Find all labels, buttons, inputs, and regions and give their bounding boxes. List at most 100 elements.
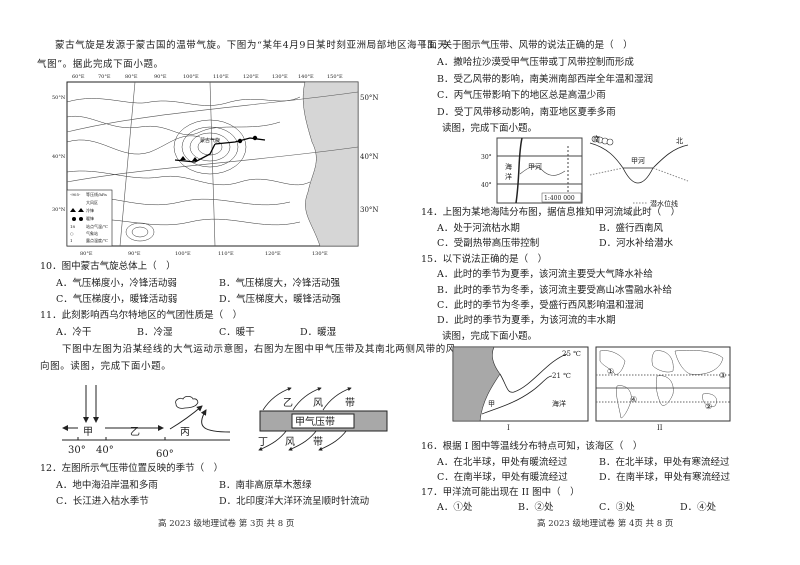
lon-label: 130°E (272, 74, 288, 80)
cold-front (174, 143, 216, 163)
q14-option-a[interactable]: A．处于河流枯水期 (437, 223, 520, 234)
q11-option-b[interactable]: B．冷湿 (137, 327, 173, 338)
q15-option-d[interactable]: D．此时的季节为夏季，为该河流的丰水期 (437, 315, 616, 326)
intro-text-1-cont: 气图”。据此完成下面小题。 (37, 59, 164, 70)
q16-option-b[interactable]: B．在北半球，甲处有寒流经过 (599, 457, 730, 468)
lat-tick: 60° (156, 449, 174, 460)
q13-option-a[interactable]: A．撒哈拉沙漠受甲气压带或丁风带控制而形成 (437, 57, 634, 68)
figure-label: 18 (70, 224, 76, 229)
q15-option-b[interactable]: B．此时的季节为冬季，该河流主要受高山冰雪融水补给 (437, 285, 672, 296)
intro-text-1: 蒙古气旋是发源于蒙古国的温带气旋。下图为“某年4月9日某时刻亚洲局部地区海平面天 (55, 40, 448, 51)
q17-option-d[interactable]: D．④处 (680, 502, 717, 513)
q14-option-b[interactable]: B．盛行西南风 (599, 223, 663, 234)
q12-option-a[interactable]: A．地中海沿岸温和多雨 (56, 480, 158, 491)
figure-label: 大风区 (86, 199, 98, 205)
q13-option-d[interactable]: D．受丁风带移动影响，南亚地区夏季多雨 (437, 107, 616, 118)
world-map-figure-II: ① ② ③ ④ II (595, 346, 731, 431)
figure-label: 80°E (80, 251, 93, 257)
figure-label: ○ (70, 231, 74, 236)
water-table-line (589, 167, 624, 176)
q17-option-b[interactable]: B．②处 (518, 502, 554, 513)
map-legend: -905- 等压线/hPa 大风区 冷锋 暖锋 18 站点气温/℃ ○ 气象站 … (66, 189, 113, 247)
figure-label: 30°N (52, 207, 66, 213)
lon-label: 90°E (154, 74, 167, 80)
q12-option-b[interactable]: B．南非高原草木葱绿 (219, 480, 312, 491)
q16-option-c[interactable]: C．在南半球，甲处有暖流经过 (437, 472, 568, 483)
figure-label: 露点温度/℃ (86, 237, 108, 243)
q17-option-a[interactable]: A．①处 (437, 502, 473, 513)
q16-option-d[interactable]: D．在南半球，甲处有寒流经过 (599, 472, 731, 483)
q12-option-c[interactable]: C．长江进入枯水季节 (56, 496, 149, 507)
figure-label: 站点气温/℃ (86, 223, 108, 229)
q15-option-a[interactable]: A．此时的季节为夏季，该河流主要受大气降水补给 (437, 269, 653, 280)
figure-label: 30° (481, 154, 492, 161)
figure-label: 风 (285, 436, 295, 448)
figure-label: 冷锋 (86, 207, 94, 213)
lat-tick: 30° (68, 445, 86, 456)
lon-label: 110°E (213, 74, 229, 80)
top-lon-labels: 60°E 70°E 80°E 90°E 100°E 110°E 120°E 13… (72, 74, 343, 80)
river-jia (519, 166, 566, 176)
continent-outlines (599, 350, 724, 419)
q14-option-d[interactable]: D．河水补给潜水 (599, 238, 674, 249)
lon-label: 120°E (243, 74, 259, 80)
figure-label: 海 (505, 162, 512, 171)
figure-label: 50°N (52, 95, 66, 101)
figure-label: 洋 (505, 172, 512, 181)
legend-water-table: 潜水位线 (650, 199, 678, 208)
q10-stem: 10．图中蒙古气旋总体上（ ） (40, 261, 176, 272)
q16-option-a[interactable]: A．在北半球，甲处有暖流经过 (437, 457, 568, 468)
figure-label: 100°E (175, 251, 191, 257)
isotherm-21 (481, 375, 553, 415)
lat-tick: 40° (96, 445, 114, 456)
q10-option-a[interactable]: A．气压梯度小，冷锋活动弱 (56, 278, 177, 289)
page-footer-left: 高 2023 级地理试卷 第 3页 共 8 页 (158, 519, 295, 529)
figure-label: 130°E (312, 251, 328, 257)
label-jia: 甲 (83, 427, 93, 438)
lat-label-right: 50°N (360, 94, 379, 102)
read-instruction-1: 读图，完成下面小题。 (442, 123, 538, 134)
q13-stem: 13．关于图示气压带、风带的说法正确的是（ ） (421, 40, 633, 51)
intro-text-2: 下图中左图为沿某经线的大气运动示意图，右图为左图中甲气压带及其南北两侧风带的风 (62, 344, 456, 355)
q13-option-c[interactable]: C．丙气压带影响下的地区总是高温少雨 (437, 90, 606, 101)
q11-option-c[interactable]: C．暖干 (219, 327, 255, 338)
figure-label: 40°N (52, 154, 66, 160)
cyclone-label: 蒙古气旋 (200, 137, 220, 144)
q15-stem: 15．以下说法正确的是（ ） (421, 254, 548, 265)
q11-option-d[interactable]: D．暖湿 (300, 327, 337, 338)
q12-option-d[interactable]: D．北印度洋大洋环流呈顺时针流动 (219, 496, 370, 507)
caption-II: II (657, 424, 663, 431)
figure-label: 90°E (128, 251, 141, 257)
isotherm-figure-I: 25 ℃ 21 ℃ 甲 海洋 I (452, 346, 589, 431)
q11-option-a[interactable]: A．冷干 (56, 327, 92, 338)
marker-1: ① (607, 367, 614, 376)
lon-label: 140°E (298, 74, 314, 80)
water-table-line (652, 167, 689, 182)
circulation-diagram: 甲 乙 丙 30° 40° 60° (62, 385, 231, 460)
q13-option-b[interactable]: B．受乙风带的影响，南美洲南部西岸全年温和湿润 (437, 74, 653, 85)
lon-label: 80°E (125, 74, 138, 80)
lon-label: 70°E (98, 74, 111, 80)
label-bing: 丙 (180, 427, 190, 438)
rising-air-arrow (200, 409, 231, 433)
lat-label-right: 30°N (360, 206, 379, 214)
q10-option-c[interactable]: C．气压梯度小，暖锋活动弱 (56, 294, 178, 305)
figure-label: 110°E (218, 251, 234, 257)
coastline (515, 137, 523, 204)
intro-text-2-cont: 向图。读图，完成下面小题。 (40, 361, 172, 372)
land-east (302, 81, 359, 247)
figure-label: 风 (313, 397, 323, 409)
wind-belt-diagram: 甲气压带 乙 风 带 丁 风 带 (258, 387, 388, 451)
lon-label: 150°E (327, 74, 343, 80)
marker-4: ④ (630, 395, 637, 404)
q10-option-d[interactable]: D．气压梯度大，暖锋活动强 (219, 294, 341, 305)
q15-option-c[interactable]: C．此时的季节为冬季，受盛行西风影响温和湿润 (437, 300, 644, 311)
riverbed-profile (589, 142, 689, 184)
figure-label: 丁 (258, 437, 268, 448)
q10-option-b[interactable]: B．气压梯度大，冷锋活动强 (219, 278, 340, 289)
q17-option-c[interactable]: C．③处 (599, 502, 635, 513)
figure-label: 25 ℃ (562, 350, 581, 358)
lat-labels-right: 50°N 40°N 30°N (360, 94, 379, 214)
q14-option-c[interactable]: C．受副热带高压带控制 (437, 238, 540, 249)
map-scale: 1:400 000 (544, 195, 575, 202)
